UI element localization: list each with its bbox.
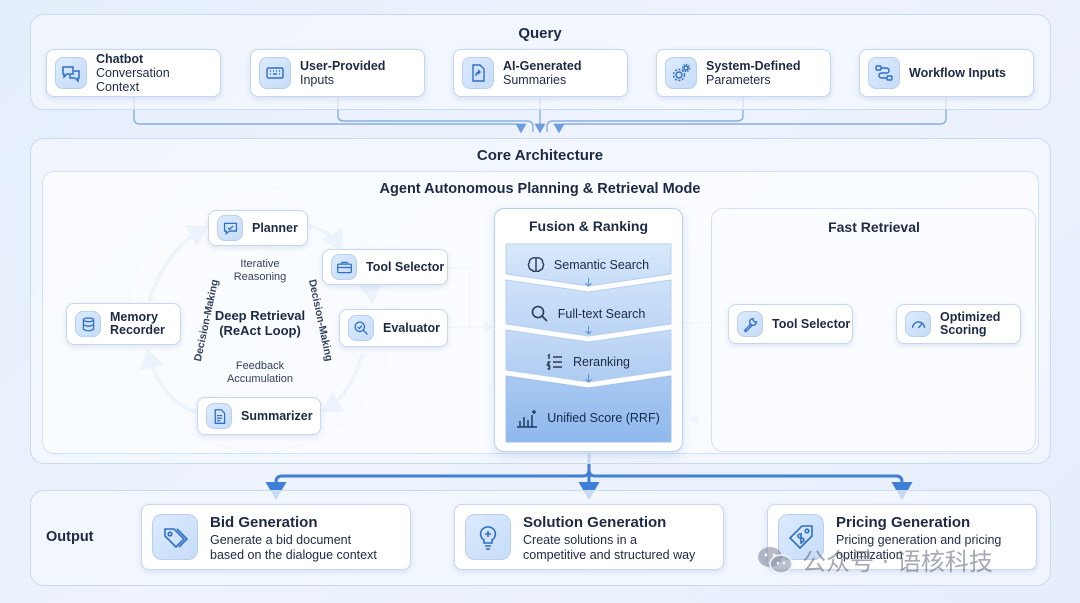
output-bid-generation: Bid Generation Generate a bid document b…: [141, 504, 411, 570]
keyboard-icon: [259, 57, 291, 89]
wrench-icon: [737, 311, 763, 337]
unified-score-step: Unified Score (RRF): [506, 404, 669, 432]
planner-node: Planner: [208, 210, 308, 246]
output-pricing-generation: Pricing Generation Pricing generation an…: [767, 504, 1037, 570]
chevron-semantic: [505, 243, 672, 287]
tags-icon: [152, 514, 198, 560]
wechat-icon: [758, 546, 793, 574]
gauge-icon: [905, 311, 931, 337]
list-rank-icon: [545, 353, 562, 370]
workflow-icon: [868, 57, 900, 89]
magnifier-check-icon: [348, 315, 374, 341]
deep-retrieval-label: Deep Retrieval(ReAct Loop): [214, 308, 306, 338]
chevron-unified: [505, 375, 672, 443]
fusion-chevrons: [505, 243, 672, 443]
query-converge-lines: [133, 97, 947, 134]
document-icon: [206, 403, 232, 429]
query-title: Query: [518, 25, 562, 42]
search-icon: [531, 305, 548, 322]
brain-icon: [527, 256, 545, 273]
evaluator-node: Evaluator: [339, 309, 448, 347]
query-input-workflow: Workflow Inputs: [859, 49, 1034, 97]
bar-chart-icon: [517, 410, 538, 428]
chevron-fulltext: [505, 279, 672, 337]
database-icon: [75, 311, 101, 337]
chat-bubbles-icon: [55, 57, 87, 89]
document-arrow-icon: [462, 57, 494, 89]
fast-retrieval-title: Fast Retrieval: [828, 219, 920, 235]
summarizer-node: Summarizer: [197, 397, 321, 435]
loop-tool-selector-node: Tool Selector: [322, 249, 448, 285]
lightbulb-icon: [465, 514, 511, 560]
gears-icon: [665, 57, 697, 89]
toolbox-icon: [331, 254, 357, 280]
agent-mode-title: Agent Autonomous Planning & Retrieval Mo…: [379, 181, 701, 197]
output-label: Output: [46, 529, 94, 545]
fast-tool-selector-node: Tool Selector: [728, 304, 853, 344]
output-solution-generation: Solution Generation Create solutions in …: [454, 504, 724, 570]
chat-check-icon: [217, 215, 243, 241]
core-architecture-title: Core Architecture: [476, 147, 604, 164]
chevron-rerank: [505, 329, 672, 383]
fulltext-search-step: Full-text Search: [506, 302, 669, 326]
fusion-ranking-title: Fusion & Ranking: [529, 218, 648, 234]
reranking-step: Reranking: [506, 350, 669, 374]
semantic-search-step: Semantic Search: [506, 254, 669, 276]
watermark: 公众号 · 语核科技: [756, 542, 993, 577]
price-tag-icon: [778, 514, 824, 560]
